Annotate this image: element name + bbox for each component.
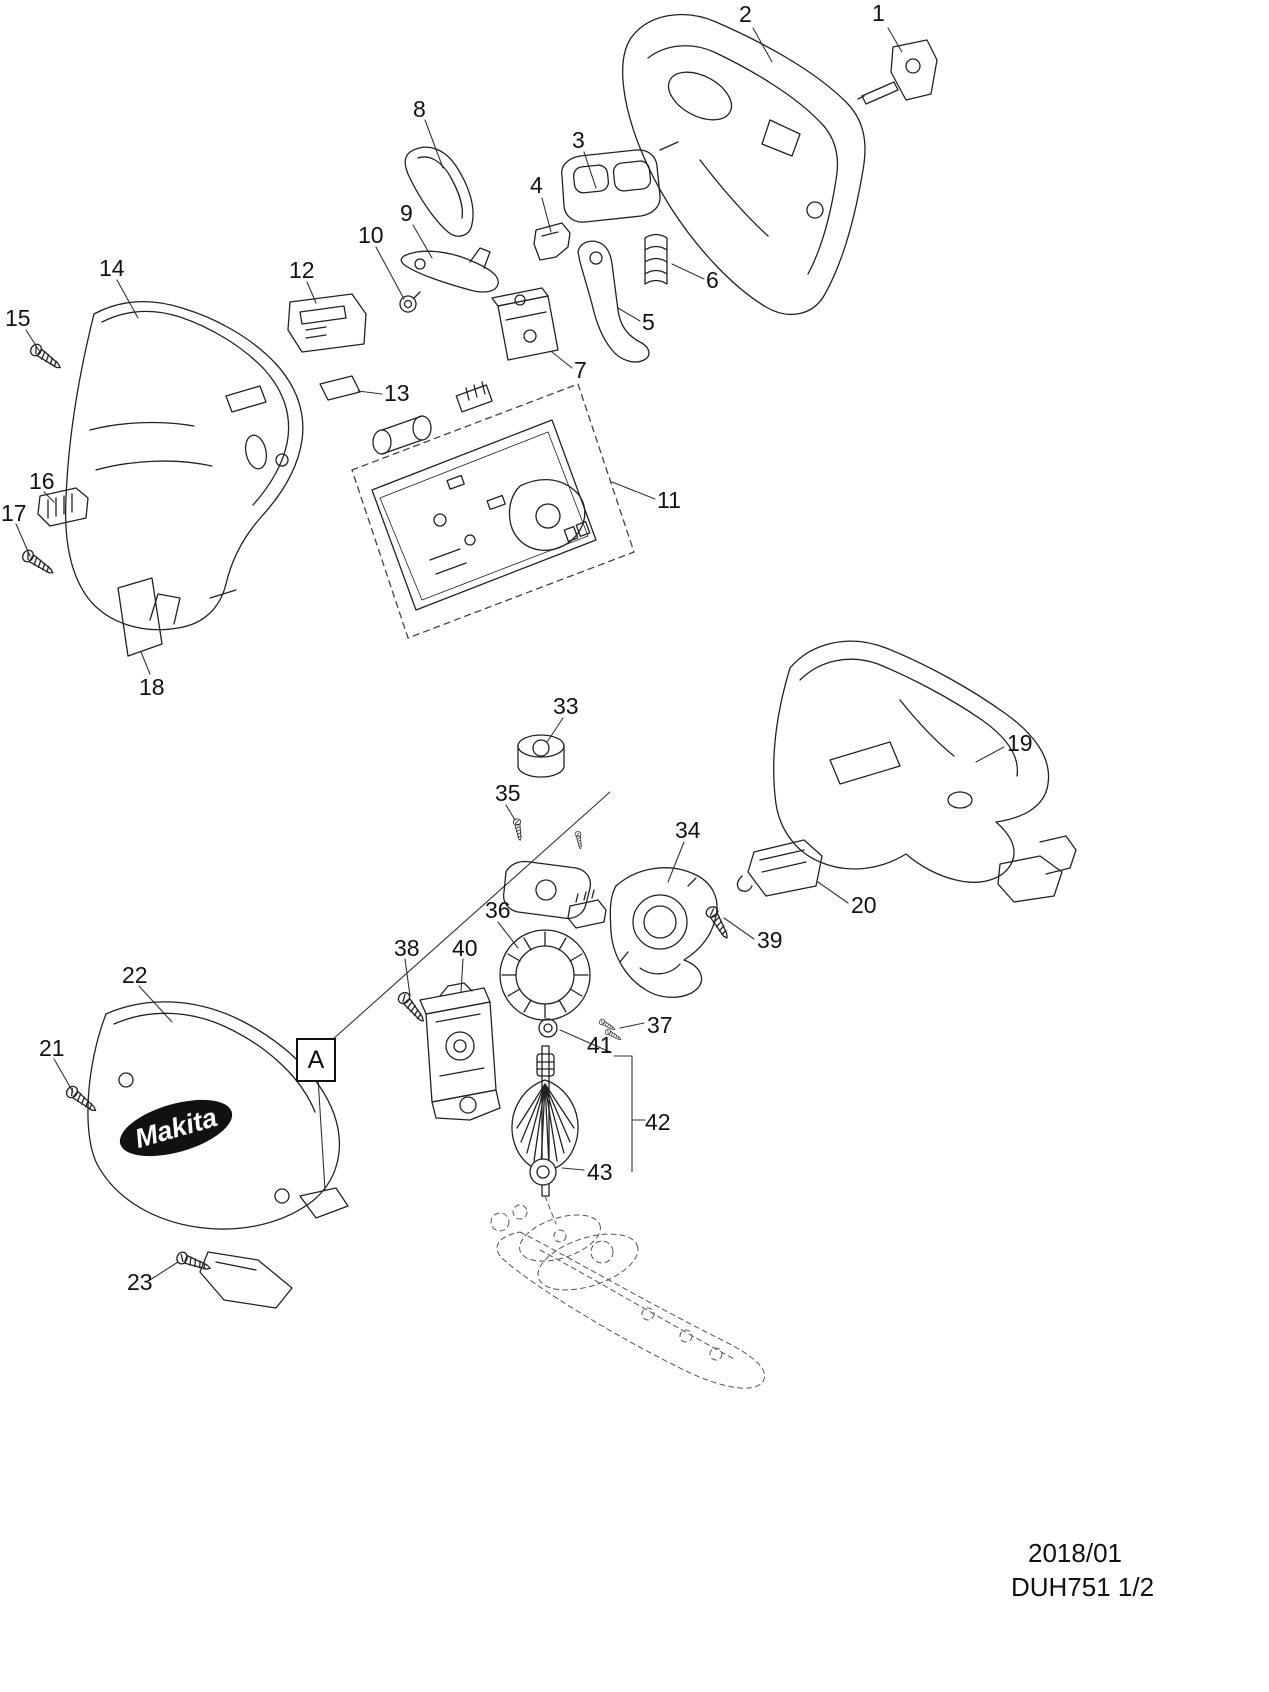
part-40-brush-holder-drawing xyxy=(419,982,501,1121)
part-label-39: 39 xyxy=(757,927,783,953)
part-label-14: 14 xyxy=(99,255,125,281)
part-label-5: 5 xyxy=(642,309,655,335)
part-label-21: 21 xyxy=(39,1035,65,1061)
part-1-hanger-drawing xyxy=(857,39,938,105)
part-label-13: 13 xyxy=(384,380,410,406)
section-a-label: A xyxy=(307,1045,325,1074)
part-12-terminal-block-drawing xyxy=(287,293,367,353)
part-label-42: 42 xyxy=(645,1109,671,1135)
part-label-6: 6 xyxy=(706,267,719,293)
part-43-bearing-drawing xyxy=(529,1158,557,1186)
part-label-1: 1 xyxy=(872,0,885,26)
part-14-housing-drawing xyxy=(65,301,304,631)
part-36-stator-drawing xyxy=(499,860,607,1021)
part-8-handle-lever-drawing xyxy=(404,146,474,237)
part-9-trigger-drawing xyxy=(400,247,499,293)
part-label-41: 41 xyxy=(587,1032,613,1058)
section-a-marker: A xyxy=(296,1038,336,1082)
part-10-ring-drawing xyxy=(399,291,421,313)
part-6-spring-drawing xyxy=(644,233,668,285)
part-13-sheet-drawing xyxy=(319,375,361,401)
part-label-40: 40 xyxy=(452,935,478,961)
footer-model: DUH751 1/2 xyxy=(1011,1572,1155,1602)
part-label-20: 20 xyxy=(851,892,877,918)
part-label-34: 34 xyxy=(675,817,701,843)
part-2-housing-drawing xyxy=(622,13,866,315)
part-label-10: 10 xyxy=(358,222,384,248)
part-33-sleeve-drawing xyxy=(517,734,565,778)
part-34-bearing-box-drawing xyxy=(609,867,718,998)
part-7-switch-drawing xyxy=(491,287,559,361)
part-label-4: 4 xyxy=(530,172,543,198)
part-label-16: 16 xyxy=(29,468,55,494)
part-label-12: 12 xyxy=(289,257,315,283)
part-label-22: 22 xyxy=(122,962,148,988)
part-label-2: 2 xyxy=(739,1,752,27)
part-label-7: 7 xyxy=(574,357,587,383)
part-label-43: 43 xyxy=(587,1159,613,1185)
part-label-33: 33 xyxy=(553,693,579,719)
part-35-screw-drawing xyxy=(512,817,584,850)
part-label-23: 23 xyxy=(127,1269,153,1295)
part-20-cover-drawing xyxy=(736,839,823,897)
part-21-screw-drawing xyxy=(63,1083,100,1116)
part-label-37: 37 xyxy=(647,1012,673,1038)
part-label-18: 18 xyxy=(139,674,165,700)
part-label-9: 9 xyxy=(400,200,413,226)
part-5-lever-drawing xyxy=(577,240,650,363)
part-label-35: 35 xyxy=(495,780,521,806)
part-label-19: 19 xyxy=(1007,730,1033,756)
footer-date: 2018/01 xyxy=(1028,1538,1122,1568)
part-4-clip-drawing xyxy=(533,222,571,261)
part-19-housing-drawing xyxy=(773,640,1077,903)
part-16-latch-drawing xyxy=(37,487,89,527)
part-label-17: 17 xyxy=(1,500,27,526)
leader-lines xyxy=(15,27,1005,1281)
part-label-8: 8 xyxy=(413,96,426,122)
part-label-36: 36 xyxy=(485,897,511,923)
part-label-15: 15 xyxy=(5,305,31,331)
part-17-screw-drawing xyxy=(19,547,57,579)
part-15-screw-drawing xyxy=(27,341,65,374)
part-label-38: 38 xyxy=(394,935,420,961)
part-label-3: 3 xyxy=(572,127,585,153)
part-3-switch-buttons-drawing xyxy=(561,149,661,223)
part-41-bearing-drawing xyxy=(538,1018,558,1038)
blade-assembly-ghost-drawing xyxy=(490,1195,765,1389)
part-label-11: 11 xyxy=(657,487,681,513)
part-18-label-sheet-drawing xyxy=(117,577,163,657)
part-11-controller-drawing xyxy=(351,381,635,639)
